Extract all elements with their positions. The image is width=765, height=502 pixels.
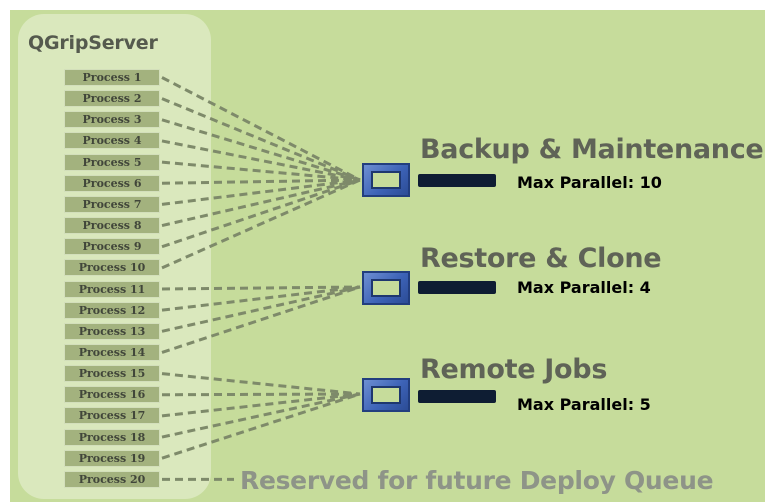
connector-line <box>161 285 361 291</box>
process-box: Process 13 <box>64 322 160 340</box>
connector-line <box>161 160 361 182</box>
connector-line <box>161 372 361 396</box>
connector-line <box>161 76 361 182</box>
connector-line <box>161 392 361 460</box>
process-box: Process 2 <box>64 90 160 108</box>
process-box: Process 11 <box>64 280 160 298</box>
queue-icon-restore <box>362 271 410 305</box>
process-box: Process 7 <box>64 195 160 213</box>
connector-line <box>161 392 361 397</box>
process-box: Process 3 <box>64 111 160 129</box>
connector-line <box>161 178 361 206</box>
queue-max-restore: Max Parallel: 4 <box>517 278 651 297</box>
process-box: Process 1 <box>64 69 160 86</box>
process-box: Process 10 <box>64 259 160 277</box>
process-box: Process 16 <box>64 386 160 404</box>
queue-icon-backup <box>362 163 410 197</box>
connector-line <box>161 178 361 270</box>
server-title: QGripServer <box>28 32 158 54</box>
process-box: Process 4 <box>64 132 160 150</box>
connector-line <box>161 285 361 333</box>
process-box: Process 5 <box>64 153 160 171</box>
queue-icon-remote <box>362 378 410 412</box>
process-box: Process 12 <box>64 301 160 319</box>
process-box: Process 9 <box>64 238 160 256</box>
process-box: Process 20 <box>64 470 160 488</box>
process-box: Process 17 <box>64 407 160 425</box>
connector-line <box>161 178 361 228</box>
connector-line <box>161 118 361 182</box>
process-box: Process 15 <box>64 365 160 383</box>
connector-line <box>161 139 361 182</box>
queue-name-backup: Backup & Maintenance <box>420 134 764 165</box>
process-box: Process 8 <box>64 217 160 235</box>
connector-line <box>161 178 361 249</box>
connector-line <box>161 285 361 312</box>
process-box: Process 6 <box>64 174 160 192</box>
connector-line <box>161 285 361 354</box>
connector-line <box>161 392 361 439</box>
process-box: Process 19 <box>64 449 160 467</box>
queue-bar-backup <box>418 174 496 187</box>
connector-line <box>161 178 361 185</box>
queue-max-backup: Max Parallel: 10 <box>517 173 662 192</box>
queue-max-remote: Max Parallel: 5 <box>517 395 651 414</box>
queue-bar-restore <box>418 281 496 294</box>
queue-name-remote: Remote Jobs <box>420 354 608 385</box>
process-box: Process 14 <box>64 343 160 361</box>
queue-bar-remote <box>418 390 496 403</box>
connector-line <box>161 392 361 418</box>
queue-name-restore: Restore & Clone <box>420 243 662 274</box>
reserved-label: Reserved for future Deploy Queue <box>240 466 714 495</box>
process-box: Process 18 <box>64 428 160 446</box>
connector-line <box>161 97 361 182</box>
